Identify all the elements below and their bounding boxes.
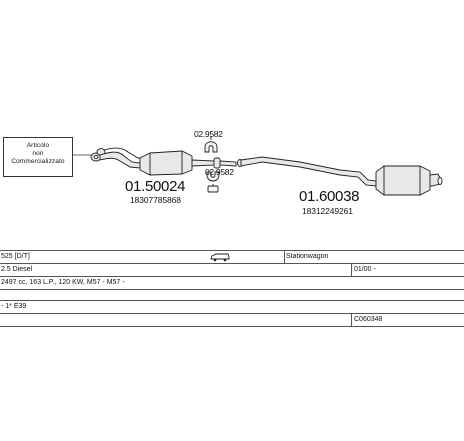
body-type-cell: Stationwagon (286, 253, 329, 260)
catalog-code-cell: C060348 (354, 316, 383, 323)
engine-details-cell: 2497 cc, 163 L.P., 120 KW, M57 - M57 - (1, 279, 125, 286)
model-cell: 525 [D/T] (1, 253, 30, 260)
clamp-top-number: 02.9582 (194, 129, 223, 139)
engine-cell: 2.5 Diesel (1, 266, 33, 273)
rear-part-number: 01.60038 (299, 188, 360, 205)
date-from-cell: 01/00 - (354, 266, 376, 273)
note-line-1: Articolo (26, 142, 50, 149)
rear-oem-number: 18312249261 (302, 206, 353, 216)
clamp-icons (204, 136, 220, 193)
chassis-cell: - 1* E39 (1, 303, 27, 310)
note-line-2: non (32, 150, 44, 157)
front-pipe-with-catalyst (90, 147, 237, 176)
front-part-number: 01.50024 (125, 178, 186, 195)
clamp-bottom-number: 02.9582 (205, 167, 234, 177)
note-line-3: Commercializzato (11, 158, 65, 165)
vehicle-info-table: 525 [D/T] Stationwagon 2.5 Diesel 01/00 … (0, 250, 464, 330)
exhaust-diagram: Articolo non Commercializzato (3, 129, 443, 216)
stationwagon-car-icon (210, 253, 230, 262)
not-commercialized-note-box: Articolo non Commercializzato (3, 137, 73, 177)
front-oem-number: 18307785868 (130, 195, 181, 205)
rear-pipe-with-silencer (237, 156, 443, 196)
